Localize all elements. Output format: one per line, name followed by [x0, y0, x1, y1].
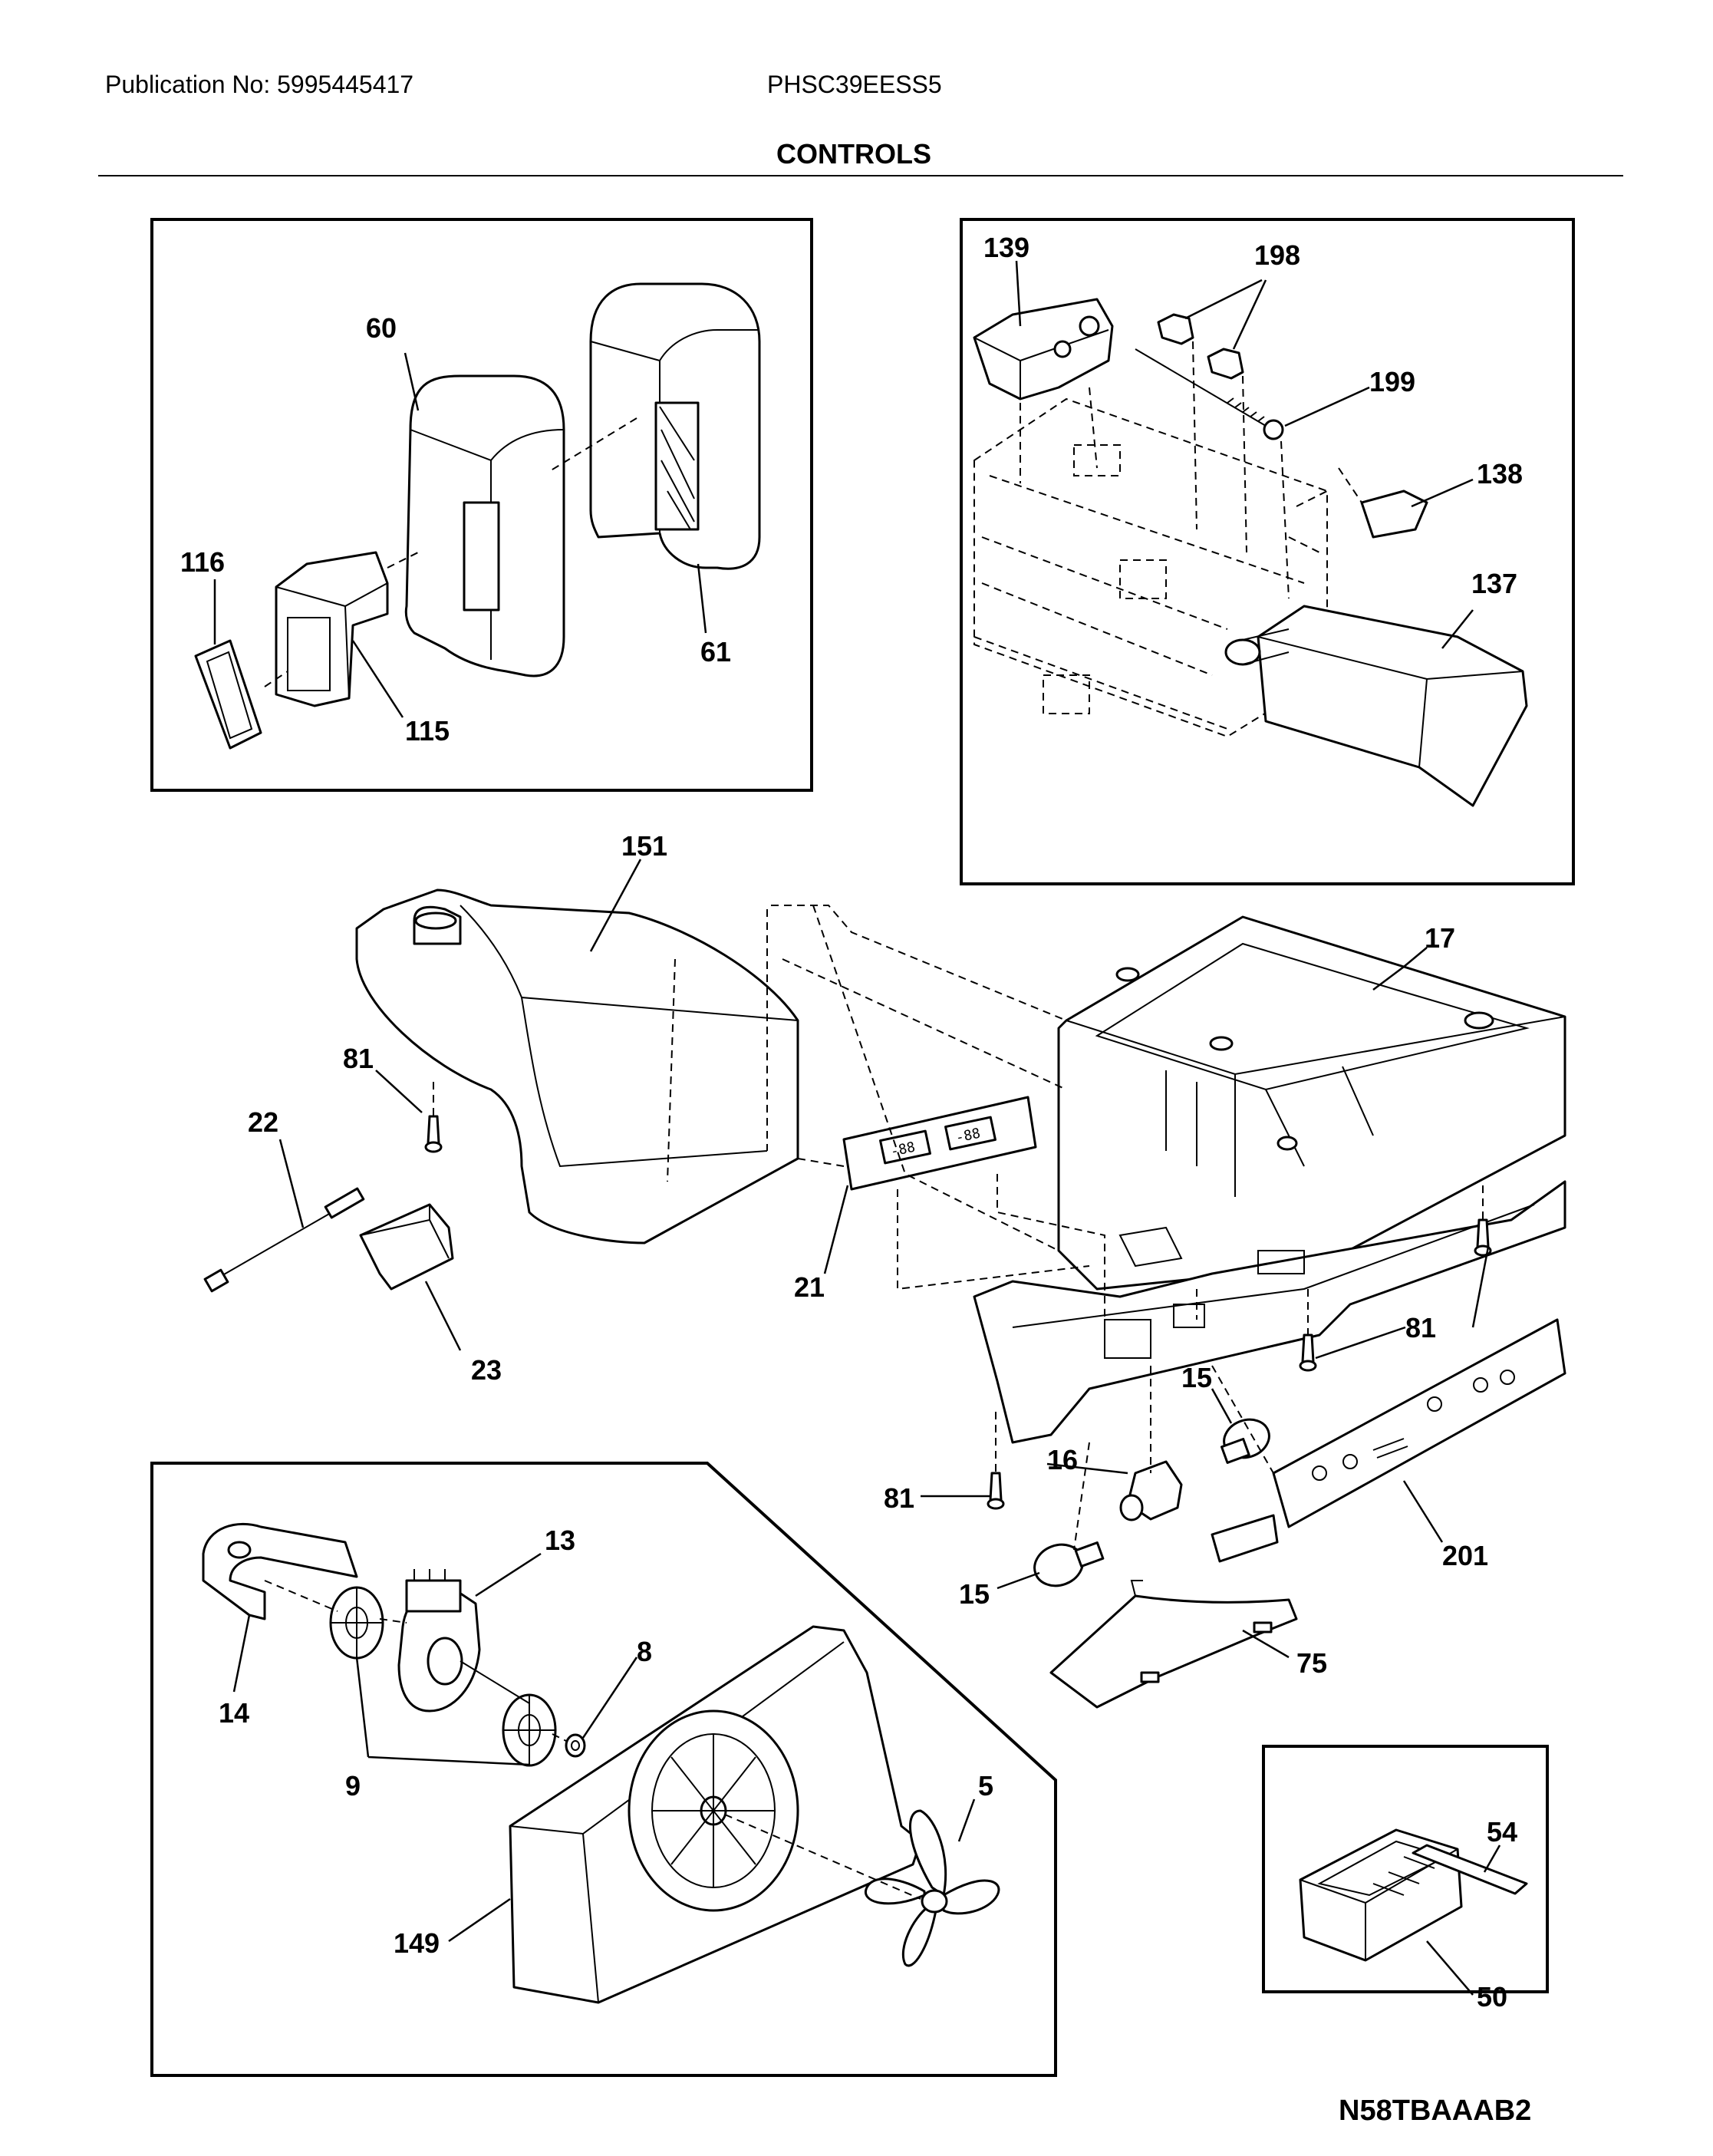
- part-138-bracket: [1360, 490, 1428, 539]
- callout-22: 22: [248, 1106, 278, 1138]
- part-201-control-overlay: [1211, 1318, 1566, 1563]
- callout-81-lower: 81: [884, 1482, 914, 1514]
- callout-198: 198: [1254, 239, 1300, 271]
- callout-151: 151: [621, 830, 667, 862]
- inset-frame-board: [1262, 1745, 1549, 1993]
- part-149-shroud: [509, 1625, 922, 2004]
- callout-50: 50: [1477, 1981, 1507, 2013]
- part-60-duct: [404, 374, 565, 677]
- part-16-socket: [1119, 1460, 1183, 1521]
- callout-54: 54: [1487, 1816, 1517, 1848]
- callout-13: 13: [545, 1525, 575, 1556]
- callout-5: 5: [978, 1770, 993, 1802]
- part-137-chute: [1224, 605, 1528, 807]
- callout-116: 116: [180, 546, 225, 578]
- part-139-actuator: [973, 298, 1114, 401]
- callout-201: 201: [1442, 1540, 1488, 1571]
- part-23-cover: [359, 1203, 454, 1291]
- part-115-damper-control: [275, 551, 389, 707]
- callout-138: 138: [1477, 458, 1523, 490]
- callout-149: 149: [394, 1927, 440, 1959]
- callout-137: 137: [1471, 568, 1517, 599]
- callout-75: 75: [1296, 1647, 1327, 1679]
- part-61-housing: [589, 282, 761, 570]
- header-rule: [98, 175, 1623, 176]
- callout-21: 21: [794, 1271, 825, 1303]
- part-13-motor: [397, 1569, 530, 1713]
- callout-17: 17: [1425, 922, 1455, 954]
- callout-23: 23: [471, 1354, 502, 1386]
- inset-frame-damper: [150, 218, 813, 792]
- callout-15-upper: 15: [1181, 1362, 1212, 1393]
- part-151-air-duct: [355, 888, 799, 1244]
- inset-frame-fan: [150, 1462, 1057, 2077]
- part-14-bracket: [202, 1522, 358, 1620]
- part-9-wheels: [329, 1586, 557, 1767]
- part-5-fan-blade: [864, 1809, 1000, 1967]
- callout-60: 60: [366, 312, 397, 344]
- model-number: PHSC39EESS5: [767, 71, 942, 98]
- callout-15-lower: 15: [959, 1578, 990, 1610]
- part-116-gasket: [194, 639, 262, 750]
- callout-139: 139: [983, 232, 1029, 263]
- callout-81-right: 81: [1405, 1312, 1436, 1343]
- callout-81-upper-left: 81: [343, 1043, 374, 1074]
- part-21-display-board: -88 -88: [842, 1096, 1037, 1191]
- callout-16: 16: [1047, 1444, 1078, 1475]
- callout-9: 9: [345, 1770, 361, 1802]
- callout-61: 61: [700, 636, 731, 668]
- part-75-shield: [1049, 1580, 1298, 1709]
- part-50-board-tray: [1299, 1828, 1463, 1962]
- callout-115: 115: [405, 715, 450, 747]
- part-81-screws: [424, 1115, 1492, 1510]
- part-54-strip: [1412, 1844, 1528, 1895]
- dispenser-housing-outline: [973, 397, 1328, 738]
- part-17-front-panel: [973, 1180, 1566, 1444]
- callout-14: 14: [219, 1697, 249, 1729]
- part-8-washer: [565, 1733, 586, 1758]
- part-22-thermistor: [203, 1187, 365, 1293]
- part-198-clips: [1157, 313, 1244, 380]
- part-15-bulbs: [1033, 1418, 1270, 1587]
- callout-199: 199: [1369, 366, 1415, 397]
- callout-8: 8: [637, 1636, 652, 1667]
- part-199-cable: [1135, 348, 1284, 440]
- page-title: CONTROLS: [776, 138, 931, 170]
- part-17-control-housing: [1057, 915, 1566, 1291]
- publication-number: Publication No: 5995445417: [105, 71, 414, 98]
- inset-frame-dispenser: [960, 218, 1575, 885]
- diagram-code: N58TBAAAB2: [1339, 2095, 1532, 2127]
